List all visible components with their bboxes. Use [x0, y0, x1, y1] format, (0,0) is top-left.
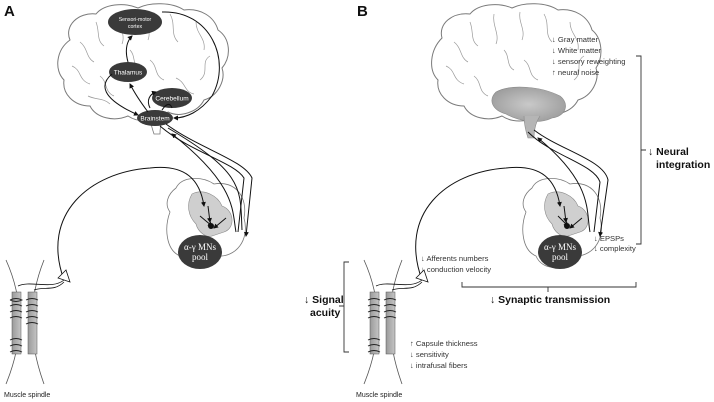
spinal-cord-a: α-γ MNs pool — [166, 178, 246, 269]
muscle-spindle-caption-a: Muscle spindle — [4, 392, 50, 399]
muscle-spindle-caption-b: Muscle spindle — [356, 392, 402, 399]
afferent-change-conduction-velocity: ↓ conduction velocity — [421, 265, 491, 274]
neural-integration-label-2: integration — [656, 159, 710, 171]
muscle-spindle-a: Muscle spindle — [4, 259, 71, 399]
brain-b — [431, 3, 602, 139]
node-sensorimotor-cortex: Sensori-motor cortex — [108, 9, 162, 35]
neural-integration-bracket: ↓ Neural integration — [636, 55, 710, 245]
spindle-change-capsule-thickness: ↑ Capsule thickness — [410, 339, 478, 348]
node-cerebellum: Cerebellum — [152, 88, 192, 108]
cerebellum-label: Cerebellum — [155, 96, 188, 103]
epsp-change-complexity: ↓ complexity — [594, 244, 636, 253]
mn-pool-label-a-1: α-γ MNs — [184, 242, 216, 252]
mn-pool-label-b-2: pool — [552, 252, 569, 262]
panel-a: A — [4, 3, 253, 399]
panel-b-label: B — [357, 3, 368, 20]
mn-pool-label-a-2: pool — [192, 252, 209, 262]
spindle-change-sensitivity: ↓ sensitivity — [410, 350, 449, 359]
node-thalamus: Thalamus — [109, 62, 147, 82]
muscle-spindle-b: Muscle spindle — [356, 259, 429, 399]
epsp-changes-list: ↓ EPSPs ↓ complexity — [594, 234, 636, 253]
brain-change-neural-noise: ↑ neural noise — [552, 68, 599, 77]
tracts-b — [527, 129, 609, 237]
brain-changes-list: ↓ Gray matter ↓ White matter ↓ sensory r… — [552, 35, 625, 77]
mn-pool-label-b-1: α-γ MNs — [544, 242, 576, 252]
afferent-changes-list: ↓ Afferents numbers ↓ conduction velocit… — [421, 254, 491, 274]
spinal-cord-b: α-γ MNs pool — [522, 178, 602, 269]
signal-acuity-bracket: ↓ Signal acuity — [304, 261, 349, 353]
spindle-change-intrafusal-fibers: ↓ intrafusal fibers — [410, 361, 468, 370]
epsp-change-epsps: ↓ EPSPs — [594, 234, 624, 243]
signal-acuity-label-2: acuity — [310, 307, 341, 319]
pathways-a — [104, 11, 220, 121]
node-brainstem: Brainstem — [137, 110, 173, 126]
tracts-a — [159, 123, 253, 237]
neural-integration-label-1: ↓ Neural — [648, 146, 689, 158]
sensorimotor-label-2: cortex — [128, 24, 143, 30]
afferent-change-numbers: ↓ Afferents numbers — [421, 254, 489, 263]
brain-change-white-matter: ↓ White matter — [552, 46, 601, 55]
signal-acuity-label-1: ↓ Signal — [304, 294, 344, 306]
sensorimotor-label-1: Sensori-motor — [119, 17, 152, 23]
synaptic-transmission-label: ↓ Synaptic transmission — [490, 294, 610, 306]
afferent-fiber-b — [415, 166, 562, 281]
brainstem-label: Brainstem — [140, 116, 169, 123]
afferent-fiber-a — [57, 166, 206, 281]
panel-b: B ↓ Gray matter ↓ Wh — [304, 3, 710, 399]
thalamus-label: Thalamus — [114, 70, 143, 77]
synaptic-transmission-bracket: ↓ Synaptic transmission — [461, 282, 637, 306]
brain-change-gray-matter: ↓ Gray matter — [552, 35, 598, 44]
panel-a-label: A — [4, 3, 15, 20]
brain-change-sensory-reweighting: ↓ sensory reweighting — [552, 57, 625, 66]
spindle-changes-list: ↑ Capsule thickness ↓ sensitivity ↓ intr… — [410, 339, 478, 370]
